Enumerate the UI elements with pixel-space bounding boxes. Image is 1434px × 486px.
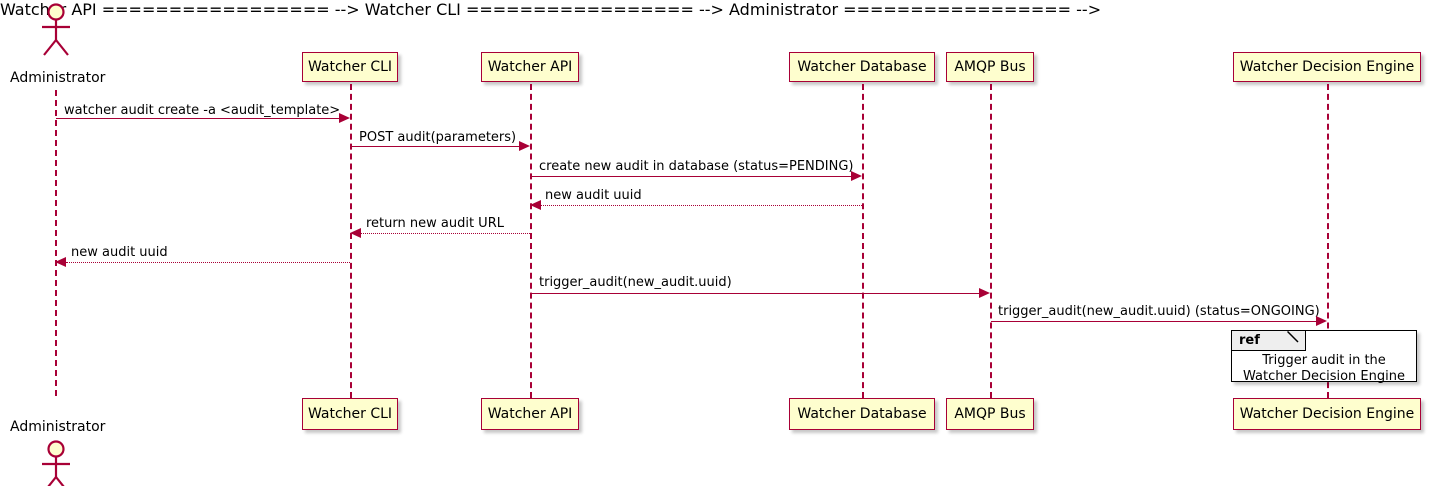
message-line-2: [351, 146, 519, 147]
participant-label: Watcher Database: [797, 406, 927, 422]
actor-stick-figure-icon: [42, 440, 70, 486]
message-line-3: [531, 176, 851, 177]
message-label-4: new audit uuid: [545, 188, 642, 203]
participant-watcher-decision-engine-bottom[interactable]: Watcher Decision Engine: [1233, 398, 1421, 430]
participant-amqp-bus-bottom[interactable]: AMQP Bus: [946, 398, 1034, 430]
message-arrowhead-2: [519, 141, 530, 151]
actor-stick-figure-icon: [42, 3, 70, 56]
message-arrowhead-7: [979, 288, 990, 298]
ref-fragment: ref Trigger audit in the Watcher Decisio…: [1231, 330, 1417, 385]
participant-watcher-database-bottom[interactable]: Watcher Database: [789, 398, 935, 430]
actor-label-administrator-top: Administrator: [10, 70, 106, 86]
message-arrowhead-4: [530, 200, 541, 210]
participant-label: Watcher CLI: [307, 406, 393, 422]
actor-label-administrator-bottom: Administrator: [10, 419, 106, 435]
ref-fragment-line-2: Watcher Decision Engine: [1243, 369, 1405, 384]
ref-fragment-tab: ref: [1232, 331, 1306, 351]
lifeline-administrator: [55, 90, 57, 396]
message-arrowhead-6: [55, 257, 66, 267]
message-line-4: [541, 205, 862, 206]
participant-watcher-cli-top[interactable]: Watcher CLI: [302, 52, 398, 82]
lifeline-amqp-bus: [990, 84, 992, 398]
participant-label: Watcher CLI: [307, 59, 393, 75]
lifeline-watcher-decision-engine: [1327, 84, 1329, 398]
message-line-5: [361, 233, 530, 234]
message-label-7: trigger_audit(new_audit.uuid): [539, 275, 732, 290]
ref-fragment-body: Trigger audit in the Watcher Decision En…: [1232, 353, 1416, 385]
participant-watcher-cli-bottom[interactable]: Watcher CLI: [302, 398, 398, 430]
message-label-5: return new audit URL: [366, 216, 504, 231]
message-label-3: create new audit in database (status=PEN…: [539, 159, 854, 174]
participant-watcher-api-bottom[interactable]: Watcher API: [481, 398, 579, 430]
message-label-1: watcher audit create -a <audit_template>: [64, 103, 341, 118]
ref-fragment-tab-notch-edge: [1287, 330, 1299, 343]
message-line-7: [531, 293, 979, 294]
message-arrowhead-5: [350, 228, 361, 238]
participant-watcher-api-top[interactable]: Watcher API: [481, 52, 579, 82]
message-label-6: new audit uuid: [71, 245, 168, 260]
participant-label: Watcher API: [487, 406, 573, 422]
participant-watcher-database-top[interactable]: Watcher Database: [789, 52, 935, 82]
message-line-6: [66, 262, 350, 263]
participant-label: Watcher API: [487, 59, 573, 75]
participant-label: Watcher Database: [797, 59, 927, 75]
message-label-2: POST audit(parameters): [359, 130, 517, 145]
message-label-8: trigger_audit(new_audit.uuid) (status=ON…: [998, 304, 1320, 319]
ref-fragment-tab-label: ref: [1239, 333, 1260, 348]
message-arrowhead-8: [1316, 316, 1327, 326]
message-line-8: [991, 321, 1316, 322]
lifeline-watcher-database: [862, 84, 864, 398]
message-arrowhead-1: [339, 113, 350, 123]
ref-fragment-line-1: Trigger audit in the: [1262, 353, 1386, 368]
message-line-1: [56, 118, 339, 119]
lifeline-watcher-api: [530, 84, 532, 398]
participant-label: AMQP Bus: [954, 59, 1026, 75]
participant-watcher-decision-engine-top[interactable]: Watcher Decision Engine: [1233, 52, 1421, 82]
participant-label: Watcher Decision Engine: [1239, 59, 1415, 75]
message-arrowhead-3: [851, 171, 862, 181]
participant-amqp-bus-top[interactable]: AMQP Bus: [946, 52, 1034, 82]
participant-label: AMQP Bus: [954, 406, 1026, 422]
participant-label: Watcher Decision Engine: [1239, 406, 1415, 422]
lifeline-watcher-cli: [350, 84, 352, 398]
